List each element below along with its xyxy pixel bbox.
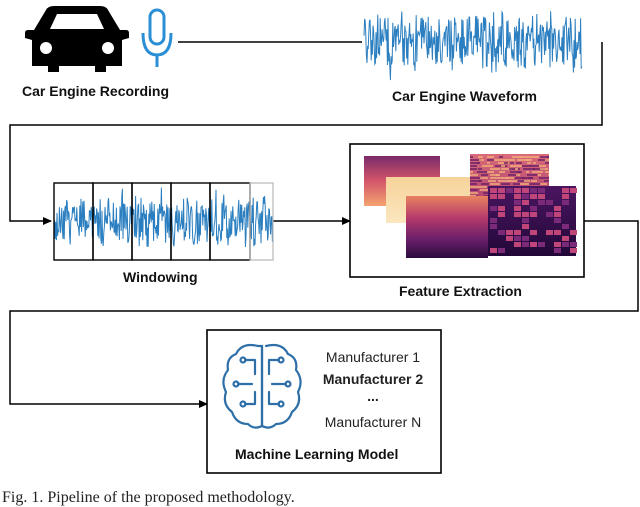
car-engine-waveform [363,10,583,81]
microphone-icon [141,8,173,67]
figure-caption: Fig. 1. Pipeline of the proposed methodo… [2,489,295,506]
spectrogram [488,186,577,256]
class-label-manufacturer-n: Manufacturer N [324,414,422,430]
ml-model-box [206,329,442,474]
flow-connectors [9,41,639,408]
class-label-manufacturer-1: Manufacturer 1 [325,349,421,365]
class-label-manufacturer-2: Manufacturer 2 [322,371,424,387]
class-label-ellipsis: ... [367,388,379,404]
neural-brain-icon [222,343,302,429]
ml-model-title: Machine Learning Model [235,446,399,462]
windowing-panel [53,182,274,261]
spectrogram [406,196,488,258]
window-frame [249,182,274,261]
feature-extraction-panel [349,143,585,278]
feature-extraction-label: Feature Extraction [399,283,522,299]
car-icon [25,6,129,72]
car-engine-waveform-label: Car Engine Waveform [392,88,537,104]
connector-waveform-to-windowing [9,42,603,225]
car-engine-recording-label: Car Engine Recording [22,83,170,99]
windowing-label: Windowing [123,269,198,285]
connector-features-to-model [9,220,639,408]
ml-model-panel [206,329,442,474]
